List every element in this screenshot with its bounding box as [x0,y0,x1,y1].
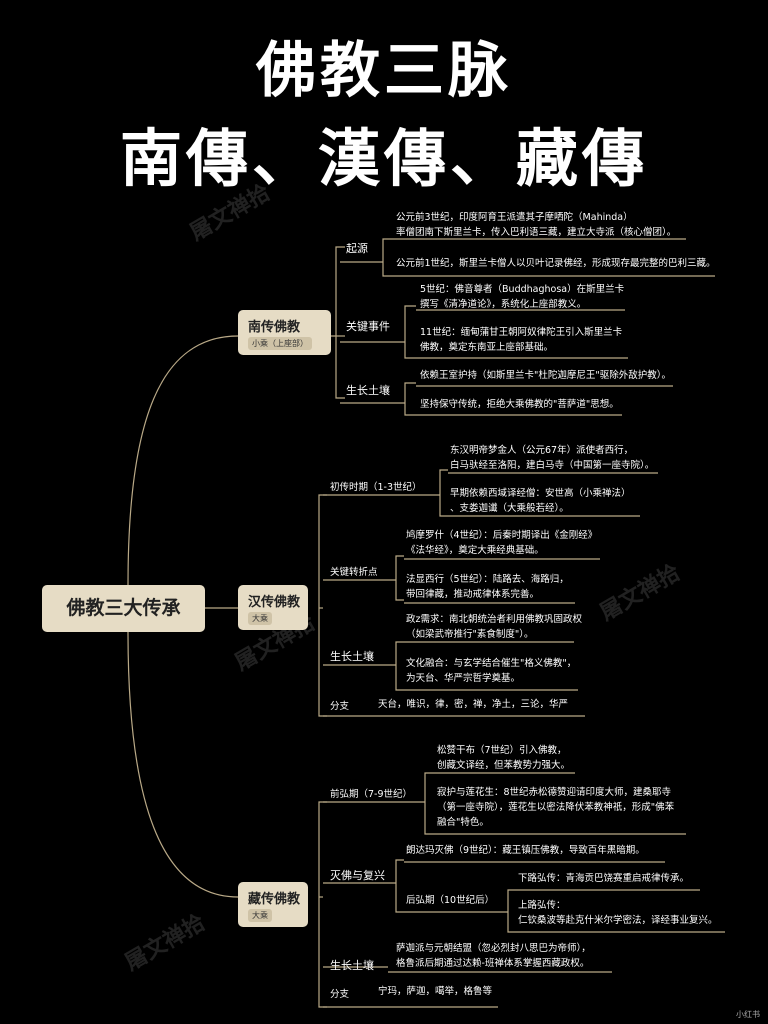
tibet-early-2: 寂护与莲花生：8世纪赤松德赞迎请印度大师，建桑耶寺（第一座寺院），莲花生以密法降… [437,787,675,828]
tibet-label: 藏传佛教 [248,892,301,907]
south-event-2: 11世纪：缅甸蒲甘王朝阿奴律陀王引入斯里兰卡佛教，奠定东南亚上座部基础。 [420,327,623,353]
south-soil-1: 依赖王室护持（如斯里兰卡"杜陀迦摩尼王"驱除外敌护教）。 [420,370,671,381]
tibet-later-label: 后弘期（10世纪后） [406,895,495,906]
south-origin-label: 起源 [346,242,368,255]
tibet-branch-label: 分支 [330,989,350,1000]
south-origin-1: 公元前3世纪，印度阿育王派遣其子摩哂陀（Mahinda）率僧团南下斯里兰卡，传入… [396,212,677,238]
tibet-later-2: 上路弘传：仁钦桑波等赴克什米尔学密法，译经事业复兴。 [518,900,718,926]
han-turn-label: 关键转折点 [330,567,378,578]
han-branch-text: 天台，唯识，律，密，禅，净土，三论，华严 [378,699,569,710]
title-line-2: 南傳、漢傳、藏傳 [119,122,648,195]
tibet-later-1: 下路弘传：青海贡巴饶赛重启戒律传承。 [518,873,690,884]
tibet-soil-1: 萨迦派与元朝结盟（忽必烈封八思巴为帝师），格鲁派后期通过达赖-班禅体系掌握西藏政… [396,943,591,969]
tibet-soil-label: 生长土壤 [330,959,374,972]
han-early-1: 东汉明帝梦金人（公元67年）派使者西行，白马驮经至洛阳，建白马寺（中国第一座寺院… [450,445,655,471]
han-label: 汉传佛教 [248,595,301,610]
tibet-branch-text: 宁玛，萨迦，噶举，格鲁等 [378,986,493,997]
han-tag: 大乘 [248,612,272,625]
han-soil-label: 生长土壤 [330,650,374,663]
han-soil-1: 政z需求：南北朝统治者利用佛教巩固政权（如梁武帝推行"素食制度"）。 [406,614,582,640]
root-node: 佛教三大传承 [42,585,205,632]
corner-mark: 小红书 [736,1010,760,1019]
south-tag: 小乘（上座部） [248,337,312,350]
han-turn-1: 鸠摩罗什（4世纪）：后秦时期译出《金刚经》《法华经》，奠定大乘经典基础。 [406,530,598,556]
han-early-2: 早期依赖西域译经僧：安世高（小乘禅法）、支娄迦谶（大乘般若经）。 [450,488,631,514]
han-soil-2: 文化融合：与玄学结合催生"格义佛教"，为天台、华严宗哲学奠基。 [406,658,577,684]
title-line-1: 佛教三脉 [256,36,512,106]
han-early-label: 初传时期（1-3世纪） [330,482,422,493]
tibet-early-1: 松赞干布（7世纪）引入佛教，创藏文译经，但苯教势力强大。 [437,745,571,771]
south-origin-2: 公元前1世纪，斯里兰卡僧人以贝叶记录佛经，形成现存最完整的巴利三藏。 [396,258,716,269]
south-label: 南传佛教 [248,320,301,335]
south-soil-label: 生长土壤 [346,384,390,397]
han-turn-2: 法显西行（5世纪）：陆路去、海路归，带回律藏，推动戒律体系完善。 [406,574,569,600]
tibet-early-label: 前弘期（7-9世纪） [330,789,413,800]
tibet-revival-label: 灭佛与复兴 [330,869,385,882]
tibet-node: 藏传佛教 大乘 [238,882,308,927]
tibet-revival-1: 朗达玛灭佛（9世纪）：藏王镇压佛教，导致百年黑暗期。 [406,845,645,856]
root-label: 佛教三大传承 [66,597,181,619]
south-node: 南传佛教 小乘（上座部） [238,310,331,355]
south-soil-2: 坚持保守传统，拒绝大乘佛教的"菩萨道"思想。 [420,399,619,410]
han-node: 汉传佛教 大乘 [238,585,308,630]
south-event-1: 5世纪：佛音尊者（Buddhaghosa）在斯里兰卡撰写《清净道论》，系统化上座… [420,284,625,310]
tibet-tag: 大乘 [248,909,272,922]
han-branch-label: 分支 [330,701,350,712]
south-events-label: 关键事件 [346,320,390,333]
